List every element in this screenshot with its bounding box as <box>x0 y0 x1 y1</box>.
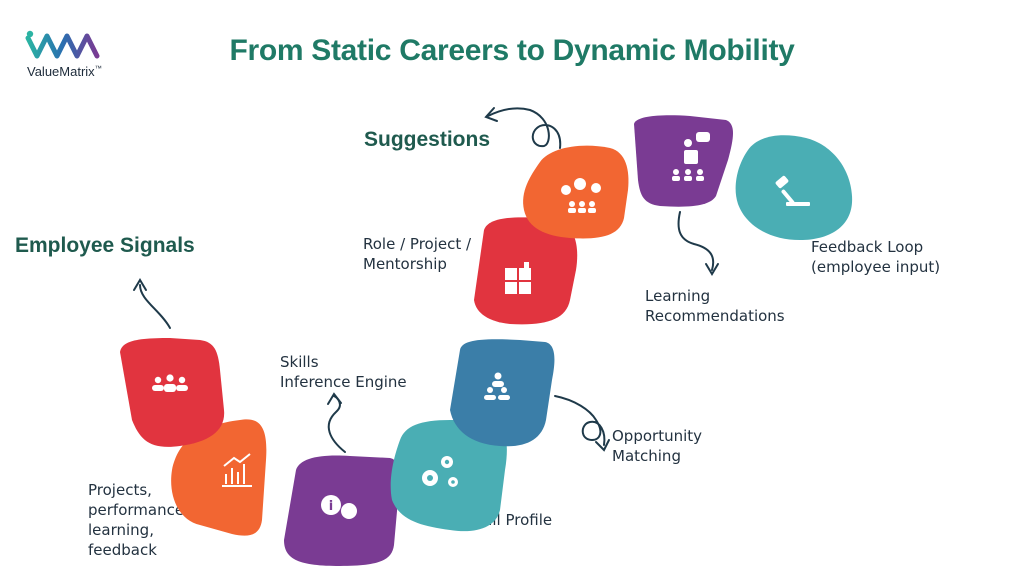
team-icon <box>152 374 188 392</box>
gavel-icon <box>775 175 810 206</box>
step-label-projects: Projects, performance, learning, feedbac… <box>88 481 189 559</box>
arrow-suggestions <box>487 107 562 149</box>
tile-feedback <box>735 135 853 240</box>
tile-employee-signals <box>120 338 225 447</box>
arrow-skills-inference <box>327 395 346 453</box>
arrow-employee-signals-head <box>133 278 147 291</box>
arrow-opportunity-head <box>595 439 610 452</box>
chat-info-icon: i <box>321 495 357 519</box>
gears-icon <box>422 456 458 487</box>
valuematrix-logo <box>25 30 100 59</box>
tile-presenter <box>634 115 733 207</box>
chart-icon <box>222 453 252 487</box>
step-label-skills-inference: Skills Inference Engine <box>280 353 407 391</box>
tile-skill-profile <box>390 420 507 532</box>
suggestions-heading: Suggestions <box>364 128 491 151</box>
arrow-learning <box>677 211 715 271</box>
arrow-suggestions-head <box>484 107 498 122</box>
step-label-role: Role / Project / Mentorship <box>363 235 472 273</box>
svg-text:i: i <box>329 499 333 514</box>
group-icon <box>484 372 510 400</box>
step-label-opportunity: Opportunity Matching <box>612 427 703 465</box>
tile-opportunity <box>450 339 555 447</box>
presenter-icon <box>672 132 710 181</box>
tile-projects <box>171 419 267 536</box>
step-label-feedback: Feedback Loop (employee input) <box>811 238 941 276</box>
puzzle-icon <box>505 262 531 294</box>
network-icon <box>561 178 601 213</box>
page-title: From Static Careers to Dynamic Mobility <box>229 34 795 67</box>
step-label-learning: Learning Recommendations <box>645 287 785 325</box>
arrow-opportunity <box>554 395 606 446</box>
logo-text: ValueMatrix™ <box>27 64 102 79</box>
employee-signals-heading: Employee Signals <box>15 234 195 257</box>
arrow-skills-inference-head <box>327 392 342 405</box>
arrow-employee-signals <box>139 284 171 329</box>
tile-network <box>523 145 629 239</box>
arrow-learning-head <box>705 263 719 276</box>
